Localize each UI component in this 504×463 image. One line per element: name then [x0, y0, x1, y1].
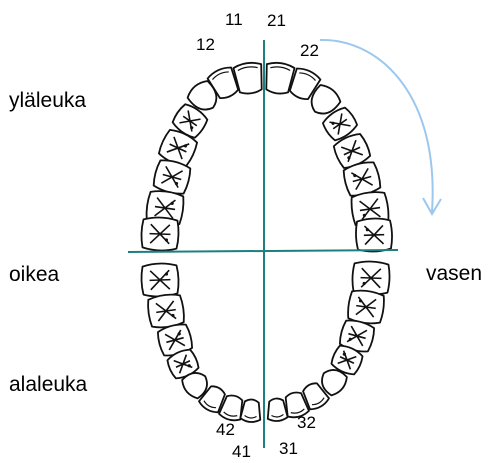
left-side-label: vasen [426, 263, 482, 284]
tooth-number-32: 32 [297, 414, 316, 431]
lower-jaw-label: alaleuka [9, 374, 87, 395]
tooth-number-21: 21 [267, 12, 286, 29]
tooth-number-31: 31 [279, 440, 298, 457]
tooth-outline [240, 399, 262, 423]
right-side-label: oikea [9, 264, 59, 285]
tooth-outline [141, 263, 179, 297]
tooth-outline [141, 217, 179, 251]
tooth-outline [266, 398, 288, 422]
upper-jaw-label: yläleuka [9, 90, 86, 111]
tooth-number-42: 42 [216, 421, 235, 438]
tooth-number-22: 22 [300, 42, 319, 59]
tooth-number-11: 11 [225, 11, 243, 28]
tooth-outline [355, 218, 392, 252]
teeth-group [141, 61, 393, 423]
tooth-number-12: 12 [196, 36, 215, 53]
tooth-number-41: 41 [232, 443, 251, 460]
